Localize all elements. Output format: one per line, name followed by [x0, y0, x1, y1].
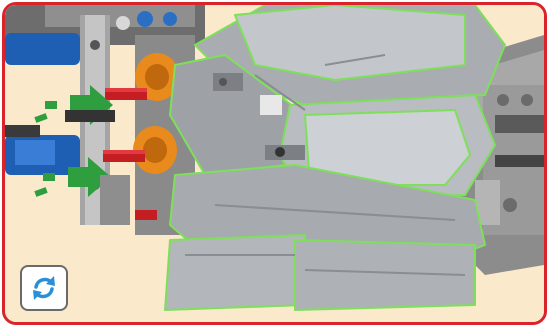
rotate-model-button[interactable]	[20, 265, 68, 311]
armor-plates	[165, 5, 505, 310]
rotate-model-icon	[28, 272, 60, 304]
build-illustration	[5, 5, 544, 322]
